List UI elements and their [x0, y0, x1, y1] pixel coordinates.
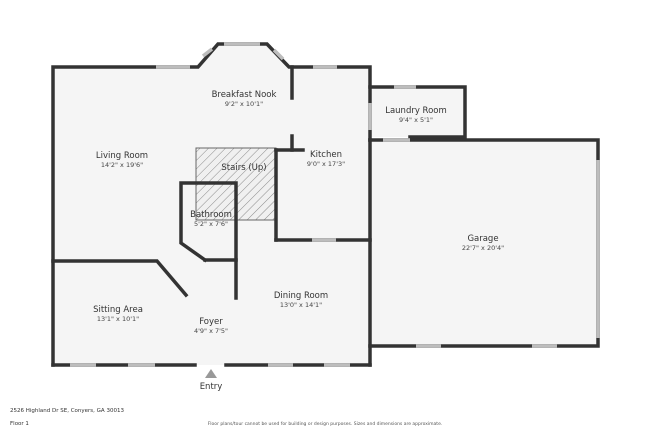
- room-kitchen: Kitchen 9'0" x 17'3": [307, 150, 345, 168]
- room-dining-room: Dining Room 13'0" x 14'1": [274, 291, 328, 309]
- room-name: Laundry Room: [385, 106, 447, 116]
- room-sitting-area: Sitting Area 13'1" x 10'1": [93, 305, 143, 323]
- window: [201, 47, 214, 58]
- room-living-room: Living Room 14'2" x 19'6": [96, 151, 148, 169]
- room-dimensions: 22'7" x 20'4": [462, 244, 504, 252]
- room-dimensions: 9'0" x 17'3": [307, 160, 345, 168]
- windows: [70, 42, 600, 367]
- room-foyer: Foyer 4'9" x 7'5": [194, 317, 228, 335]
- entry-label: Entry: [200, 382, 223, 392]
- window: [272, 48, 285, 61]
- room-name: Dining Room: [274, 291, 328, 301]
- room-name: Breakfast Nook: [212, 90, 277, 100]
- entry-arrow-icon: [205, 369, 217, 378]
- floor-label: Floor 1: [10, 421, 29, 427]
- room-dimensions: 13'0" x 14'1": [280, 301, 322, 309]
- room-name: Living Room: [96, 151, 148, 161]
- room-dimensions: 5'2" x 7'6": [194, 220, 228, 228]
- bathroom-wall: [179, 181, 238, 300]
- room-dimensions: 13'1" x 10'1": [97, 315, 139, 323]
- address-label: 2526 Highland Dr SE, Conyers, GA 30013: [10, 408, 124, 414]
- room-dimensions: 4'9" x 7'5": [194, 327, 228, 335]
- room-bathroom: Bathroom 5'2" x 7'6": [190, 210, 232, 228]
- room-garage: Garage 22'7" x 20'4": [462, 234, 504, 252]
- room-name: Foyer: [199, 317, 223, 327]
- disclaimer-text: Floor plans/tour cannot be used for buil…: [207, 422, 443, 427]
- laundry-wall: [368, 85, 467, 139]
- room-dimensions: 14'2" x 19'6": [101, 161, 143, 169]
- room-name: Sitting Area: [93, 305, 143, 315]
- room-laundry-room: Laundry Room 9'4" x 5'1": [385, 106, 447, 124]
- room-dimensions: 9'2" x 10'1": [225, 100, 263, 108]
- room-name: Bathroom: [190, 210, 232, 220]
- room-stairs: Stairs (Up): [221, 163, 266, 173]
- room-name: Kitchen: [310, 150, 342, 160]
- room-breakfast-nook: Breakfast Nook 9'2" x 10'1": [212, 90, 277, 108]
- room-name: Stairs (Up): [221, 163, 266, 173]
- room-name: Garage: [467, 234, 498, 244]
- sitting-area-wall: [51, 259, 189, 298]
- room-dimensions: 9'4" x 5'1": [399, 116, 433, 124]
